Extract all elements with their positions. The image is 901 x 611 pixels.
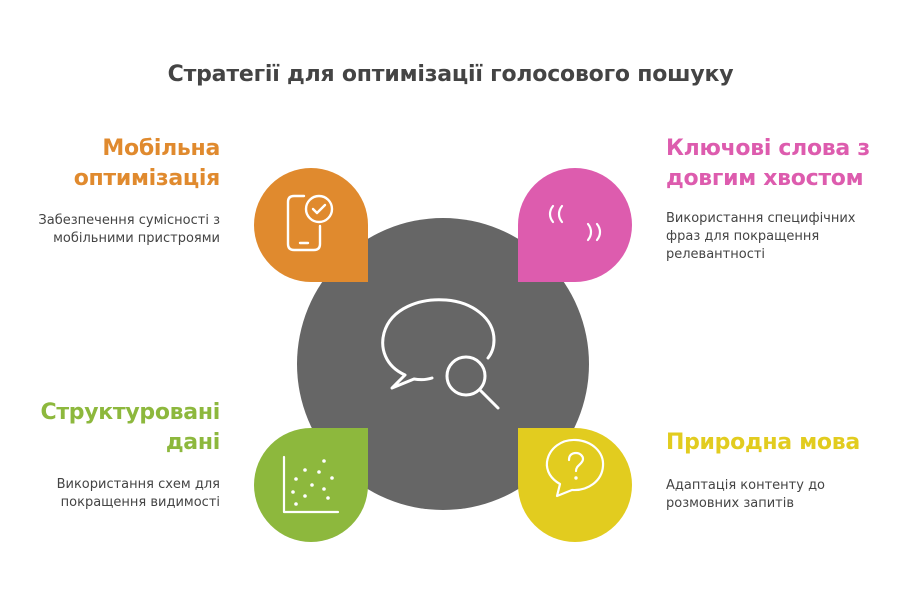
center-circle <box>297 218 589 510</box>
keywords-description: Використання специфічних фраз для покращ… <box>666 210 886 264</box>
mobile-heading-line2: оптимізація <box>73 166 221 191</box>
quote-marks-icon <box>548 204 602 242</box>
page-title: Стратегії для оптимізації голосового пош… <box>167 62 734 87</box>
natural-heading-line1: Природна мова <box>666 430 860 455</box>
keywords-desc-line1: Використання специфічних <box>666 211 856 226</box>
natural-petal <box>518 428 632 542</box>
structured-heading-line2: дані <box>165 430 220 455</box>
keywords-heading-line1: Ключові слова з <box>666 136 870 161</box>
mobile-description: Забезпечення сумісності з мобільними при… <box>20 212 220 248</box>
structured-desc-line1: Використання схем для <box>56 477 220 492</box>
natural-desc-line2: розмовних запитів <box>666 496 794 511</box>
keywords-desc-line2: фраз для покращення <box>666 229 820 244</box>
structured-desc-line2: покращення видимості <box>60 495 220 510</box>
natural-description: Адаптація контенту до розмовних запитів <box>666 477 886 513</box>
mobile-desc-line1: Забезпечення сумісності з <box>38 213 220 228</box>
scatter-chart-icon <box>282 455 340 514</box>
mobile-heading: Мобільна оптимізація <box>40 134 221 194</box>
keywords-petal <box>518 168 632 282</box>
natural-desc-line1: Адаптація контенту до <box>666 478 826 493</box>
speech-bubble-search-icon <box>381 298 500 410</box>
structured-heading-line1: Структуровані <box>40 400 221 425</box>
keywords-heading-line2: довгим хвостом <box>666 166 864 191</box>
keywords-desc-line3: релевантності <box>666 247 766 262</box>
structured-heading: Структуровані дані <box>20 398 221 458</box>
question-bubble-icon <box>545 438 605 498</box>
mobile-desc-line2: мобільними пристроями <box>53 231 220 246</box>
keywords-heading: Ключові слова з довгим хвостом <box>666 134 896 194</box>
structured-description: Використання схем для покращення видимос… <box>20 476 220 512</box>
mobile-heading-line1: Мобільна <box>102 136 220 161</box>
natural-heading: Природна мова <box>666 428 896 458</box>
mobile-petal <box>254 168 368 282</box>
mobile-check-icon <box>286 194 334 252</box>
